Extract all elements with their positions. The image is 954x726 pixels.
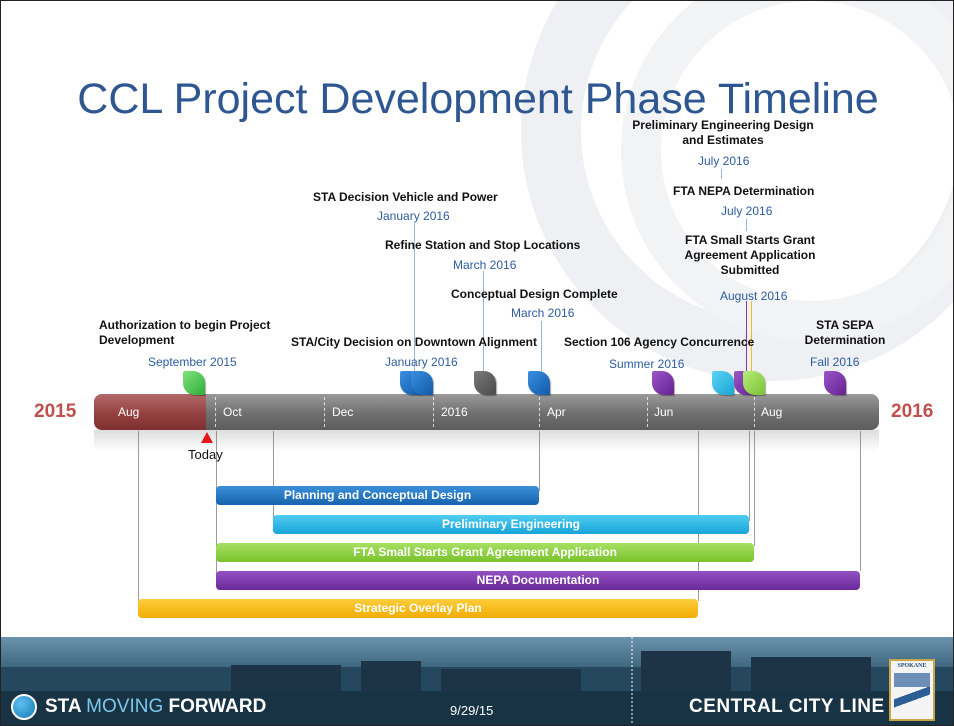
event-date: July 2016 [721, 204, 773, 218]
connector-line [483, 271, 484, 371]
city-seal-icon: SPOKANE [889, 659, 935, 721]
axis-divider [215, 397, 217, 427]
event-date: Summer 2016 [609, 357, 685, 371]
footer-date: 9/29/15 [450, 703, 494, 718]
timeline-elapsed [94, 394, 206, 430]
event-date: January 2016 [385, 355, 458, 369]
phase-bar: Planning and Conceptual Design [216, 486, 539, 505]
event-title: Preliminary Engineering Design and Estim… [632, 118, 814, 147]
year-start-label: 2015 [34, 401, 77, 422]
guide-line [860, 431, 861, 571]
axis-divider [324, 397, 326, 427]
connector-line [746, 301, 747, 371]
phase-bar: FTA Small Starts Grant Agreement Applica… [216, 543, 754, 562]
event-date: September 2015 [148, 355, 237, 369]
phase-bar: Strategic Overlay Plan [138, 599, 698, 618]
event-title: Conceptual Design Complete [451, 287, 618, 301]
connector-line [746, 219, 747, 231]
milestone-marker [743, 371, 765, 395]
event-title: Authorization to begin Project Developme… [99, 318, 271, 347]
axis-label: Dec [332, 405, 354, 419]
axis-label: Jun [654, 405, 674, 419]
seal-bridge [894, 687, 930, 715]
connector-line [414, 223, 415, 371]
footer-divider [631, 637, 635, 725]
event-title: FTA Small Starts Grant Agreement Applica… [684, 233, 816, 277]
seal-text: SPOKANE [897, 663, 927, 669]
guide-line [216, 431, 217, 581]
footer-band: STA MOVING FORWARD 9/29/15 CENTRAL CITY … [1, 637, 953, 725]
guide-line [138, 431, 139, 601]
axis-label: Oct [223, 405, 242, 419]
footer-building [231, 665, 341, 691]
axis-divider [647, 397, 649, 427]
year-end-label: 2016 [891, 401, 934, 422]
milestone-marker [712, 371, 734, 395]
milestone-marker [824, 371, 846, 395]
event-date: Fall 2016 [810, 355, 860, 369]
axis-divider [433, 397, 435, 427]
brand-sta: STA [45, 696, 81, 717]
event-title: FTA NEPA Determination [673, 184, 815, 198]
event-date: July 2016 [698, 154, 750, 168]
timeline-axis [94, 394, 879, 430]
axis-label: Aug [118, 405, 140, 419]
brand-forward: FORWARD [168, 696, 267, 717]
footer-bottom-strip [1, 691, 953, 725]
footer-building [441, 669, 581, 691]
guide-line [754, 431, 755, 546]
event-date: August 2016 [720, 289, 788, 303]
connector-line [721, 169, 722, 179]
milestone-marker [652, 371, 674, 395]
guide-line [539, 431, 540, 491]
seal-sky [894, 673, 930, 687]
connector-line [541, 321, 542, 371]
event-date: January 2016 [377, 209, 450, 223]
event-date: March 2016 [453, 258, 517, 272]
brand-moving: MOVING [86, 696, 164, 717]
event-title: STA SEPA Determination [804, 318, 886, 347]
phase-bar: Preliminary Engineering [273, 515, 749, 534]
axis-divider [539, 397, 541, 427]
footer-building [361, 661, 421, 691]
guide-line [273, 431, 274, 521]
axis-divider [754, 397, 756, 427]
milestone-marker [474, 371, 496, 395]
event-title: STA Decision Vehicle and Power [313, 190, 498, 204]
milestone-marker [528, 371, 550, 395]
event-title: STA/City Decision on Downtown Alignment [291, 335, 537, 349]
axis-label: Aug [761, 405, 783, 419]
milestone-marker [411, 371, 433, 395]
milestone-marker [183, 371, 205, 395]
today-label: Today [188, 447, 223, 462]
footer-building [751, 657, 871, 691]
event-title: Refine Station and Stop Locations [385, 238, 581, 252]
guide-line [749, 431, 750, 521]
connector-line [751, 301, 752, 371]
axis-label: 2016 [441, 405, 468, 419]
footer-brand: STA MOVING FORWARD [45, 696, 266, 718]
sta-logo-icon [11, 694, 37, 720]
central-city-line-logo: CENTRAL CITY LINE [689, 696, 885, 717]
phase-bar: NEPA Documentation [216, 571, 860, 590]
footer-building [641, 651, 731, 691]
event-date: March 2016 [511, 306, 575, 320]
today-marker-icon [201, 432, 213, 443]
page-title: CCL Project Development Phase Timeline [77, 75, 879, 123]
event-title: Section 106 Agency Concurrence [564, 335, 755, 349]
axis-label: Apr [547, 405, 566, 419]
timeline-reflection [94, 430, 879, 452]
